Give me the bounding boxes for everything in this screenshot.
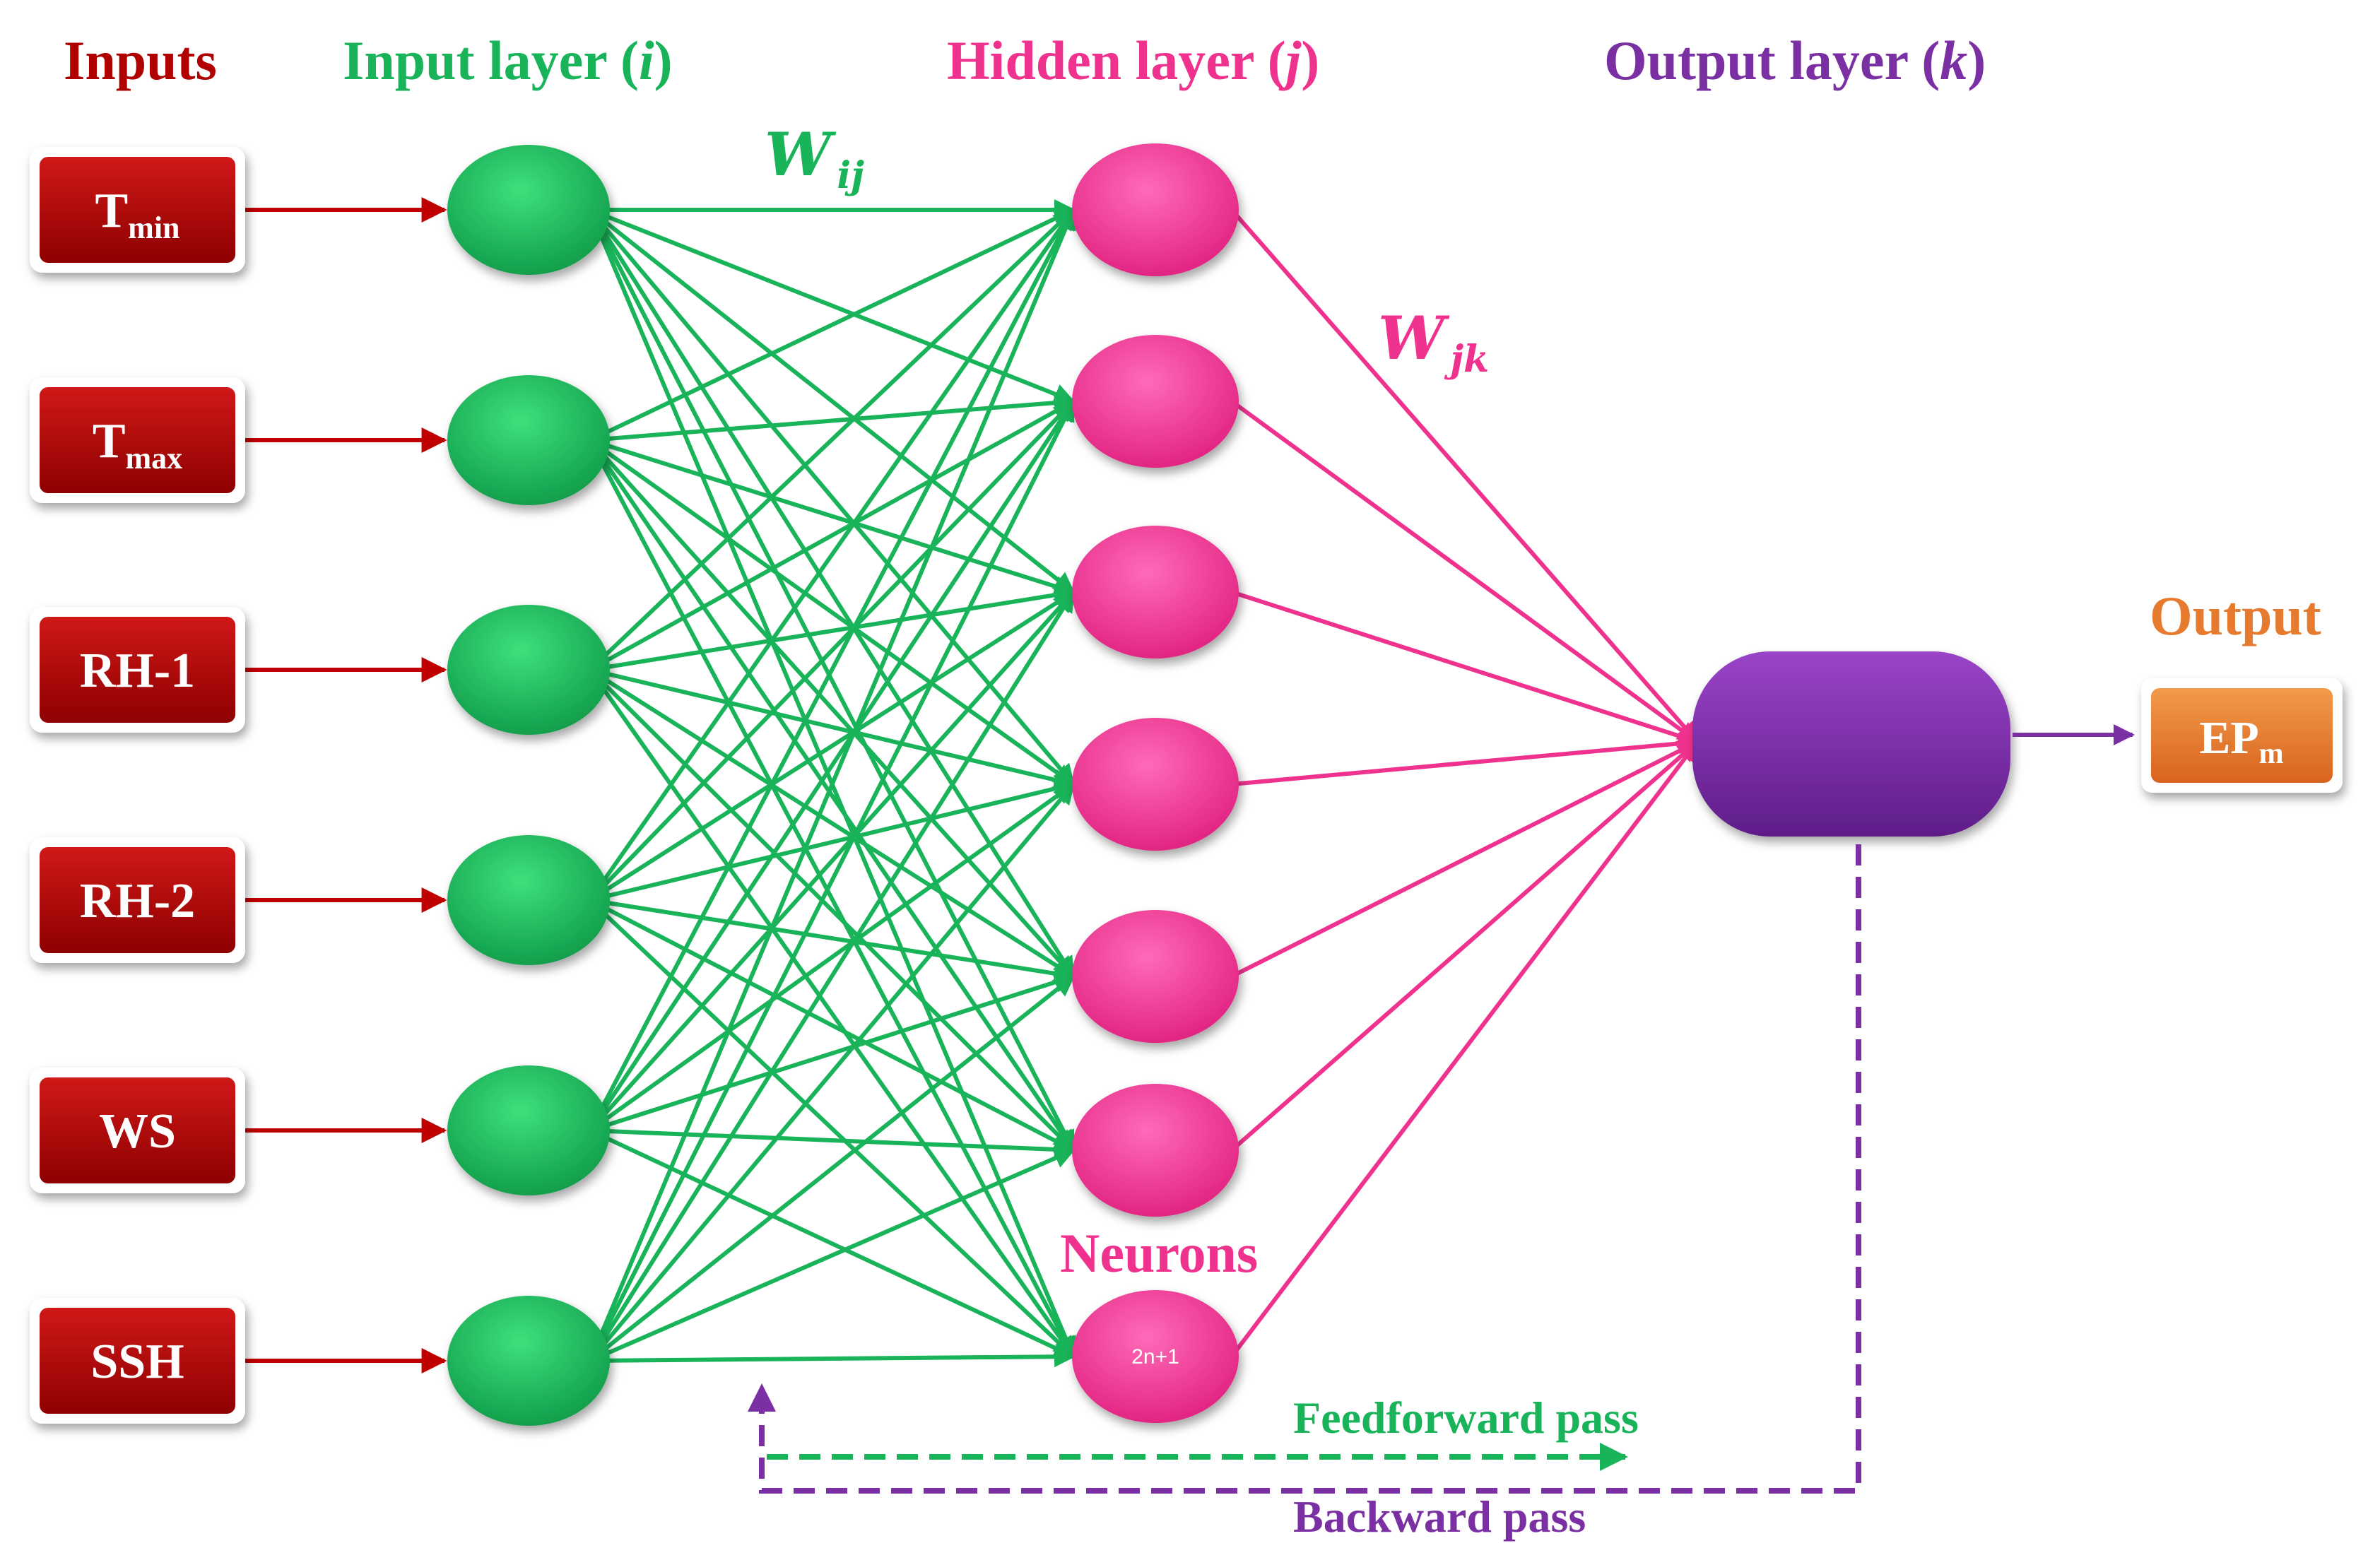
input-box-label: SSH xyxy=(90,1335,184,1389)
connection-ij xyxy=(588,208,1076,1132)
connection-jk xyxy=(1230,740,1699,979)
hidden-layer-neuron xyxy=(1072,1084,1239,1217)
connection-jk xyxy=(1230,399,1699,744)
output-layer-header: Output layer (k) xyxy=(1604,30,1986,91)
connection-jk xyxy=(1231,590,1699,747)
input-box: SSH xyxy=(30,1298,245,1424)
connection-ij xyxy=(589,438,1076,597)
connection-ij xyxy=(588,399,1076,1132)
input-box-label: Tmax xyxy=(93,414,182,475)
connection-ij xyxy=(589,208,1076,442)
input-layer-neuron xyxy=(447,605,610,735)
connection-ij xyxy=(588,438,1076,979)
connection-jk xyxy=(1230,740,1699,1152)
connection-ij xyxy=(589,898,1076,1152)
connection-ij xyxy=(588,668,1076,1152)
input-box-label: RH-1 xyxy=(80,644,195,698)
connection-ij xyxy=(588,208,1076,786)
connection-ij xyxy=(588,590,1076,1362)
input-box: RH-2 xyxy=(30,837,245,963)
hidden-layer-header: Hidden layer (j) xyxy=(947,30,1319,91)
connection-ij xyxy=(588,439,1076,1152)
connection-ij xyxy=(589,971,1076,1133)
input-hidden-connections xyxy=(588,199,1076,1368)
connection-ij xyxy=(588,208,1076,1362)
connection-ij xyxy=(588,208,1076,1152)
hidden-layer-neuron xyxy=(1072,335,1239,468)
hidden-layer-neuron xyxy=(1072,143,1239,276)
hidden-output-connections xyxy=(1230,208,1699,1358)
connection-ij xyxy=(588,399,1076,902)
connection-ij xyxy=(589,1346,1076,1368)
input-box-fill xyxy=(40,1077,235,1183)
output-layer-neuron xyxy=(1692,651,2010,837)
hidden-layer-neurons: 2n+1 xyxy=(1072,143,1239,1423)
connection-ij xyxy=(588,399,1076,1362)
connection-ij xyxy=(589,974,1076,1363)
connection-ij xyxy=(589,208,1076,405)
input-layer-neuron xyxy=(447,835,610,965)
inputs-header: Inputs xyxy=(64,30,217,91)
input-box: RH-1 xyxy=(30,607,245,733)
input-arrows xyxy=(238,197,447,1373)
connection-ij xyxy=(589,399,1076,672)
input-layer-neuron xyxy=(447,145,610,275)
connection-ij xyxy=(589,590,1076,902)
connection-ij xyxy=(588,782,1076,1362)
connection-ij xyxy=(588,208,1076,902)
input-layer-neuron xyxy=(447,375,610,505)
neurons-label: Neurons xyxy=(1060,1222,1258,1284)
connection-ij xyxy=(588,208,1076,979)
input-box: Tmin xyxy=(30,147,245,273)
connection-ij xyxy=(589,778,1076,902)
input-box: WS xyxy=(30,1068,245,1193)
connection-ij xyxy=(589,668,1076,979)
input-box-label: RH-2 xyxy=(80,874,195,928)
input-box-fill xyxy=(40,1308,235,1414)
connection-ij xyxy=(589,438,1076,786)
connection-ij xyxy=(589,1148,1076,1363)
hidden-layer-neuron xyxy=(1072,1290,1239,1423)
connection-jk xyxy=(1231,733,1699,786)
connection-ij xyxy=(588,898,1076,1359)
input-box-fill xyxy=(40,157,235,263)
input-layer-neurons xyxy=(447,145,610,1426)
connection-ij xyxy=(589,668,1076,791)
hidden-layer-neuron xyxy=(1072,526,1239,658)
connection-ij xyxy=(589,208,1076,594)
output-box xyxy=(2151,688,2333,783)
feedforward-pass-label: Feedforward pass xyxy=(1293,1393,1639,1443)
connection-jk xyxy=(1230,740,1699,1358)
input-box-fill xyxy=(40,847,235,953)
connection-ij xyxy=(588,208,1076,672)
input-box-label: Tmin xyxy=(95,184,179,245)
hidden-layer-neuron xyxy=(1072,910,1239,1043)
backward-pass-arrow xyxy=(748,844,1861,1494)
connection-ij xyxy=(589,782,1076,1133)
connection-ij xyxy=(589,898,1076,984)
connection-ij xyxy=(588,590,1076,1133)
output-header: Output xyxy=(2150,585,2321,646)
connection-ij xyxy=(589,1128,1076,1160)
hidden-layer-neuron xyxy=(1072,718,1239,851)
connection-ij xyxy=(589,584,1076,672)
input-box-fill xyxy=(40,617,235,723)
input-box-fill xyxy=(40,387,235,493)
connection-jk xyxy=(1230,208,1699,744)
backward-pass-label: Backward pass xyxy=(1293,1491,1586,1542)
input-layer-neuron xyxy=(447,1296,610,1426)
output-box-label: EPm xyxy=(2199,712,2283,770)
input-layer-header: Input layer (i) xyxy=(343,30,673,91)
connection-ij xyxy=(589,392,1076,442)
hidden-last-neuron-label: 2n+1 xyxy=(1131,1345,1179,1369)
input-layer-neuron xyxy=(447,1065,610,1195)
input-box: Tmax xyxy=(30,377,245,503)
input-box-label: WS xyxy=(99,1104,176,1159)
